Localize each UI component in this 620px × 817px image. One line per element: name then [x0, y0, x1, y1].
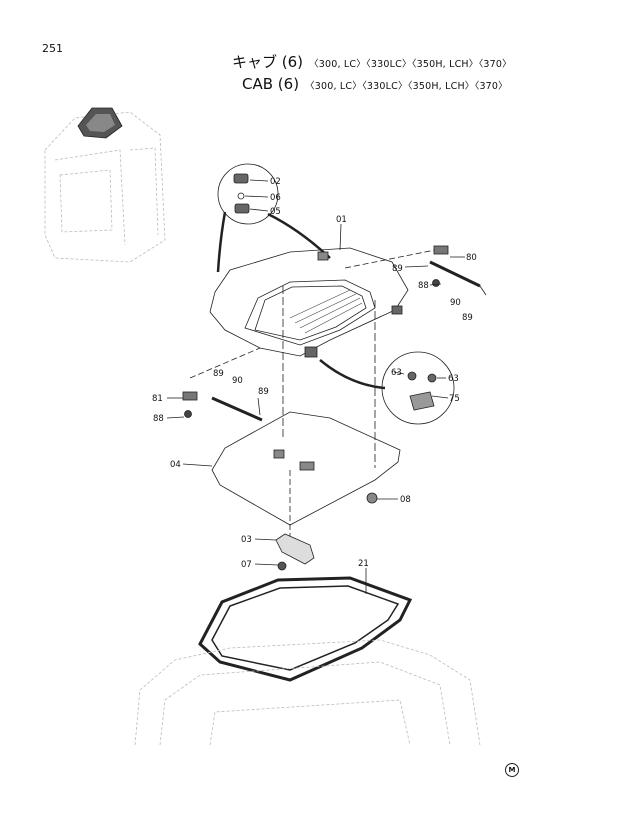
roof-seal: [198, 568, 413, 682]
callout-89c: 89: [213, 369, 224, 379]
page-number: 251: [42, 42, 63, 55]
manufacturer-mark: M: [505, 763, 519, 777]
callout-labels: 02 06 05 01 80 89 88 90 89 89 90 89 81 8…: [152, 177, 477, 570]
cab-outline-bottom: [134, 639, 481, 746]
title-en: CAB (6): [242, 75, 300, 93]
page-title: キャブ (6)〈300, LC〉〈330LC〉〈350H, LCH〉〈370〉 …: [232, 52, 512, 96]
callout-89b: 89: [462, 313, 473, 323]
callout-90a: 90: [450, 298, 461, 308]
left-strut-assembly: [166, 347, 263, 422]
callout-89d: 89: [258, 387, 269, 397]
callout-07: 07: [241, 560, 252, 570]
callout-04: 04: [170, 460, 181, 470]
callout-80: 80: [466, 253, 477, 263]
grip-handle: [254, 492, 398, 571]
callout-88a: 88: [418, 281, 429, 291]
callout-81: 81: [152, 394, 163, 404]
callout-08: 08: [400, 495, 411, 505]
callout-05: 05: [270, 207, 281, 217]
callout-63b: 63: [448, 374, 459, 384]
callout-89a: 89: [392, 264, 403, 274]
callout-90b: 90: [232, 376, 243, 386]
roof-hatch-frame: [209, 223, 409, 468]
callout-63a: 63: [391, 368, 402, 378]
detail-circle-right: [319, 351, 455, 425]
inner-panel: [182, 411, 401, 540]
roof-hatch-thumbnail: [77, 107, 123, 139]
callout-03: 03: [241, 535, 252, 545]
callout-06: 06: [270, 193, 281, 203]
right-strut-assembly: [344, 245, 487, 296]
callout-75: 75: [449, 394, 460, 404]
callout-01: 01: [336, 215, 347, 225]
title-models-jp: 〈300, LC〉〈330LC〉〈350H, LCH〉〈370〉: [309, 59, 512, 70]
callout-21: 21: [358, 559, 369, 569]
callout-02: 02: [270, 177, 281, 187]
callout-88b: 88: [153, 414, 164, 424]
title-jp: キャブ (6): [232, 53, 304, 71]
title-models-en: 〈300, LC〉〈330LC〉〈350H, LCH〉〈370〉: [305, 81, 508, 92]
